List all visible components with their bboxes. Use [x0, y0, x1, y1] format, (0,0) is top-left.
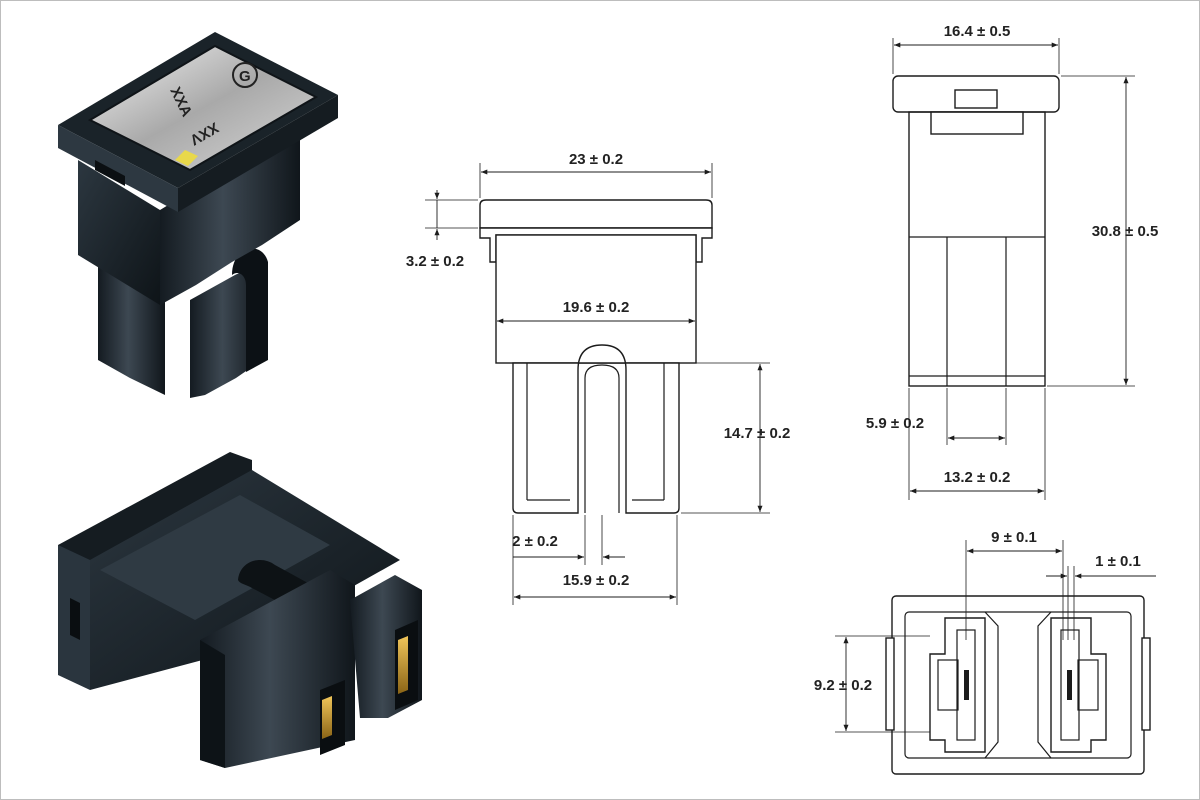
dim-terminal-height: 9.2 ± 0.2 — [814, 677, 872, 694]
dim-overall-width: 23 ± 0.2 — [569, 151, 623, 168]
dim-overall-height: 30.8 ± 0.5 — [1092, 223, 1159, 240]
dim-slot-width: 2 ± 0.2 — [512, 533, 558, 550]
front-view: 23 ± 0.2 3.2 ± 0.2 19.6 ± 0.2 14.7 ± 0.2… — [406, 151, 790, 605]
bottom-view: 9 ± 0.1 1 ± 0.1 9.2 ± 0.2 — [814, 529, 1156, 775]
dim-side-body-width: 13.2 ± 0.2 — [944, 469, 1011, 486]
dim-inner-width: 5.9 ± 0.2 — [866, 415, 924, 432]
dim-terminal-pitch: 9 ± 0.1 — [991, 529, 1037, 546]
fuse-isometric-bottom-render — [58, 452, 422, 768]
dim-body-width: 19.6 ± 0.2 — [563, 299, 630, 316]
side-view: 16.4 ± 0.5 30.8 ± 0.5 5.9 ± 0.2 13.2 ± 0… — [866, 23, 1158, 500]
dim-blade-span: 15.9 ± 0.2 — [563, 572, 630, 589]
dim-cap-height: 3.2 ± 0.2 — [406, 253, 464, 270]
dim-contact-width: 1 ± 0.1 — [1095, 553, 1141, 570]
logo-letter: G — [239, 68, 251, 85]
dim-blade-length: 14.7 ± 0.2 — [724, 425, 791, 442]
fuse-isometric-top-render: XXA XXV G — [58, 32, 338, 398]
dim-cap-width: 16.4 ± 0.5 — [944, 23, 1011, 40]
logo-circle-icon — [232, 62, 258, 88]
